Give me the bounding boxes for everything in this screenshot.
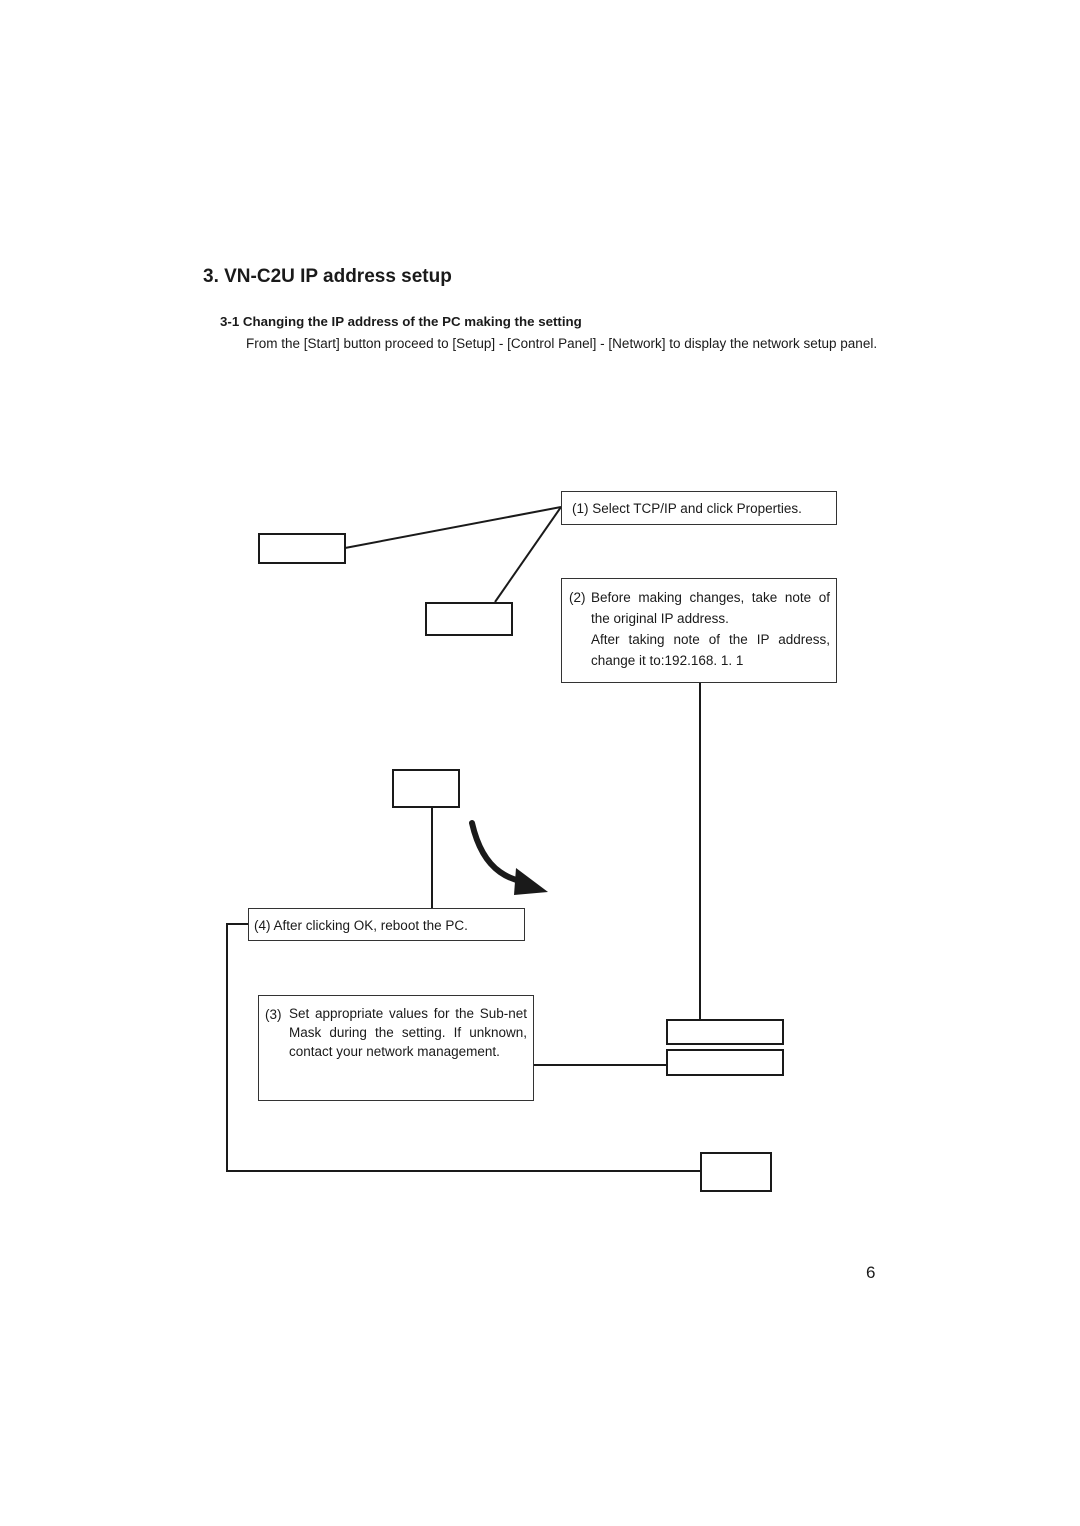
placeholder-box-6	[700, 1152, 772, 1192]
connector-step1-b	[494, 506, 562, 603]
callout-step3-text: Set appropriate values for the Sub-net M…	[289, 1006, 527, 1059]
placeholder-box-3	[392, 769, 460, 808]
callout-step4: (4) After clicking OK, reboot the PC.	[248, 908, 525, 941]
callout-step2-line2: After taking note of the IP address, cha…	[591, 632, 830, 668]
section-title: 3. VN-C2U IP address setup	[203, 266, 452, 287]
callout-step3: (3) Set appropriate values for the Sub-n…	[258, 995, 534, 1101]
callout-step1-number: (1)	[572, 501, 589, 516]
placeholder-box-2	[425, 602, 513, 636]
arrow-head-icon	[514, 868, 548, 895]
page-number: 6	[866, 1263, 876, 1282]
curved-arrow-shaft	[469, 820, 524, 884]
placeholder-box-1	[258, 533, 346, 564]
connector-reboot	[226, 923, 701, 1172]
connector-step1-a	[344, 506, 562, 549]
subsection-title: 3-1 Changing the IP address of the PC ma…	[220, 314, 582, 329]
placeholder-box-5	[666, 1049, 784, 1076]
callout-step3-number: (3)	[265, 1007, 282, 1022]
callout-step4-number: (4)	[254, 918, 271, 933]
callout-step4-text: After clicking OK, reboot the PC.	[273, 918, 468, 933]
intro-paragraph: From the [Start] button proceed to [Setu…	[246, 336, 878, 351]
callout-step2-number: (2)	[569, 590, 586, 605]
placeholder-box-4	[666, 1019, 784, 1045]
callout-step2: (2) Before making changes, take note of …	[561, 578, 837, 683]
callout-step1-text: Select TCP/IP and click Properties.	[592, 501, 802, 516]
callout-step1: (1) Select TCP/IP and click Properties.	[561, 491, 837, 525]
callout-step2-line1: Before making changes, take note of the …	[591, 590, 830, 626]
